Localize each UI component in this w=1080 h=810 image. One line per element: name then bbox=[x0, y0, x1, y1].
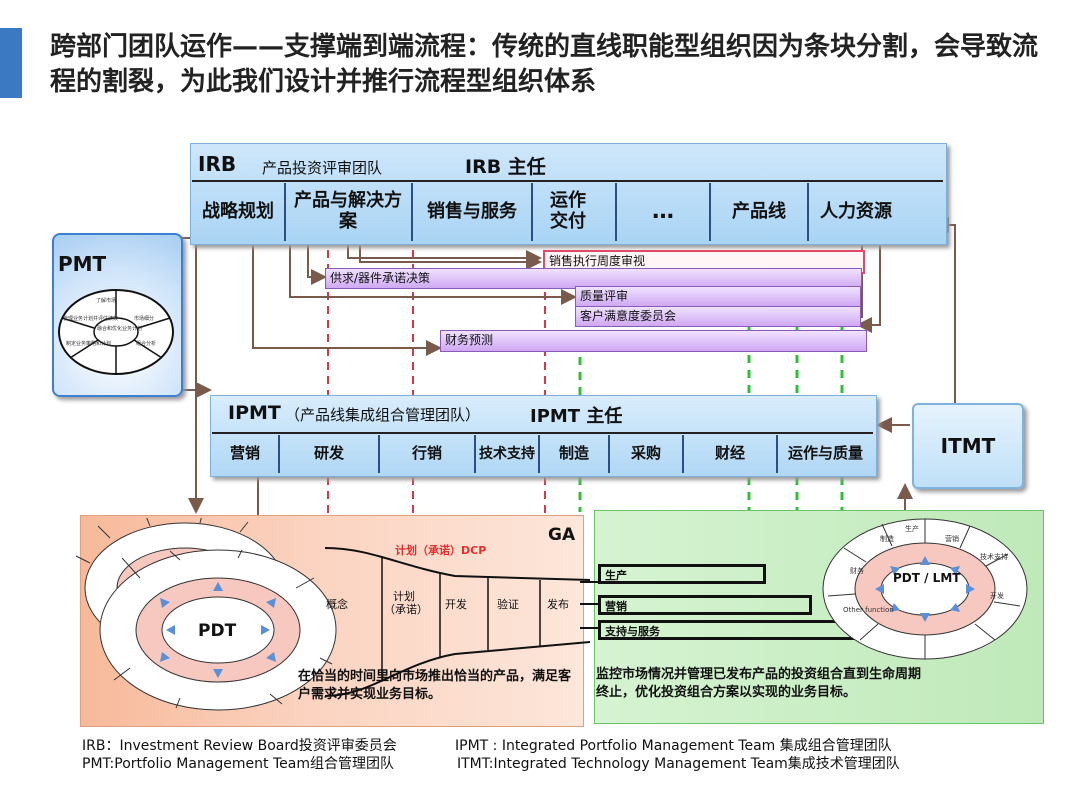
irb-separator bbox=[531, 183, 533, 241]
ipmt-separator bbox=[538, 435, 540, 473]
phase-develop: 开发 bbox=[445, 598, 467, 611]
pmt-label: PMT bbox=[58, 252, 107, 276]
irb-panel bbox=[190, 143, 947, 245]
ipmt-divider bbox=[212, 432, 873, 434]
irb-separator bbox=[411, 183, 413, 241]
output-marketing: 营销 bbox=[598, 595, 812, 615]
irb-separator bbox=[709, 183, 711, 241]
lmt-ring-label: Other function bbox=[843, 606, 894, 614]
ipmt-cell-finance: 财经 bbox=[714, 444, 745, 463]
ipmt-cell-manufacturing: 制造 bbox=[558, 444, 589, 463]
ipmt-separator bbox=[474, 435, 476, 473]
output-support: 支持与服务 bbox=[598, 620, 856, 640]
bar-financial-forecast: 财务预测 bbox=[440, 330, 867, 352]
dashed-red-lines bbox=[327, 250, 546, 515]
ipmt-cell-tech-support: 技术支持 bbox=[479, 445, 535, 462]
ipmt-separator bbox=[682, 435, 684, 473]
ipmt-separator bbox=[278, 435, 280, 473]
pdt-ring-label: PDT bbox=[198, 621, 237, 641]
title-accent-bar bbox=[0, 28, 22, 98]
output-connectors bbox=[580, 581, 600, 629]
ipmt-separator bbox=[608, 435, 610, 473]
irb-separator bbox=[615, 183, 617, 241]
dashed-green-lines bbox=[578, 250, 844, 512]
output-production: 生产 bbox=[598, 564, 766, 584]
pmt-wheel-label: 融合和优化业务计划 bbox=[97, 326, 143, 332]
irb-cell-strategy: 战略规划 bbox=[202, 200, 274, 222]
irb-cell-product-line: 产品线 bbox=[732, 200, 786, 222]
footnote-ipmt: IPMT : Integrated Portfolio Management T… bbox=[455, 738, 892, 754]
footnote-pmt: PMT:Portfolio Management Team组合管理团队 bbox=[82, 756, 394, 772]
irb-divider bbox=[192, 180, 943, 182]
bar-quality-review: 质量评审 bbox=[575, 286, 861, 307]
ipmt-title: IPMT bbox=[228, 402, 281, 424]
page-title: 跨部门团队运作——支撑端到端流程：传统的直线职能型组织因为条块分割，会导致流程的… bbox=[50, 32, 1039, 97]
ipmt-panel bbox=[210, 395, 877, 477]
footnote-irb: IRB：Investment Review Board投资评审委员会 bbox=[82, 738, 397, 754]
pmt-wheel-label: 管理业务计划并评估绩效 bbox=[63, 316, 119, 322]
ipmt-cell-procurement: 采购 bbox=[630, 444, 661, 463]
bar-supply-decision: 供求/器件承诺决策 bbox=[325, 268, 862, 289]
lmt-ring-label: 生产 bbox=[905, 525, 919, 533]
irb-separator bbox=[284, 183, 286, 241]
lmt-ring-label: 制造 bbox=[880, 535, 894, 543]
phase-concept: 概念 bbox=[326, 598, 348, 611]
pmt-wheel-label: 了解市场 bbox=[96, 298, 117, 304]
ipmt-chair: IPMT 主任 bbox=[530, 406, 623, 427]
pdt-description: 在恰当的时间里向市场推出恰当的产品，满足客户需求并实现业务目标。 bbox=[298, 669, 572, 702]
lmt-ring-label: 技术支持 bbox=[980, 553, 1008, 561]
ipmt-subtitle: （产品线集成组合管理团队） bbox=[285, 406, 481, 424]
ipmt-cell-ops-quality: 运作与质量 bbox=[787, 444, 863, 463]
lmt-cycle-diagram bbox=[822, 518, 1028, 660]
lmt-ring-label: 开发 bbox=[990, 592, 1004, 600]
ipmt-cell-marketing: 营销 bbox=[229, 444, 260, 463]
ipmt-cell-sales: 行销 bbox=[411, 444, 442, 463]
irb-chair: IRB 主任 bbox=[465, 156, 546, 178]
irb-cell-solutions: 产品与解决方案 bbox=[294, 190, 402, 232]
pmt-cycle-diagram bbox=[58, 289, 174, 375]
pmt-wheel-label: 组合分析 bbox=[136, 341, 157, 347]
pmt-wheel-label: 市场细分 bbox=[134, 316, 155, 322]
lmt-description: 监控市场情况并管理已发布产品的投资组合直到生命周期终止，优化投资组合方案以实现的… bbox=[596, 667, 922, 700]
ga-label: GA bbox=[548, 525, 576, 545]
ipmt-cell-rnd: 研发 bbox=[313, 444, 344, 463]
phase-release: 发布 bbox=[547, 598, 569, 611]
bar-customer-satisfaction: 客户满意度委员会 bbox=[575, 306, 861, 327]
irb-cell-ellipsis: … bbox=[652, 199, 674, 225]
lmt-ring-label: 财务 bbox=[850, 567, 864, 575]
ipmt-separator bbox=[378, 435, 380, 473]
footnote-itmt: ITMT:Integrated Technology Management Te… bbox=[457, 756, 900, 772]
itmt-box: ITMT bbox=[912, 403, 1024, 489]
irb-separator bbox=[807, 183, 809, 241]
pmt-wheel-label: 制定业务策略和计划 bbox=[66, 341, 112, 347]
irb-cell-operations: 运作交付 bbox=[550, 190, 586, 232]
irb-subtitle: 产品投资评审团队 bbox=[262, 159, 383, 177]
dcp-label: 计划（承诺）DCP bbox=[395, 544, 487, 557]
phase-plan: 计划（承诺） bbox=[384, 590, 428, 617]
lmt-ring-label: 营销 bbox=[945, 535, 959, 543]
irb-cell-sales: 销售与服务 bbox=[427, 200, 517, 222]
phase-verify: 验证 bbox=[497, 598, 519, 611]
irb-cell-hr: 人力资源 bbox=[820, 200, 892, 222]
ipmt-separator bbox=[776, 435, 778, 473]
irb-title: IRB bbox=[198, 152, 237, 176]
pdt-funnel-diagram bbox=[75, 518, 590, 711]
lmt-ring-label: PDT / LMT bbox=[893, 571, 961, 585]
